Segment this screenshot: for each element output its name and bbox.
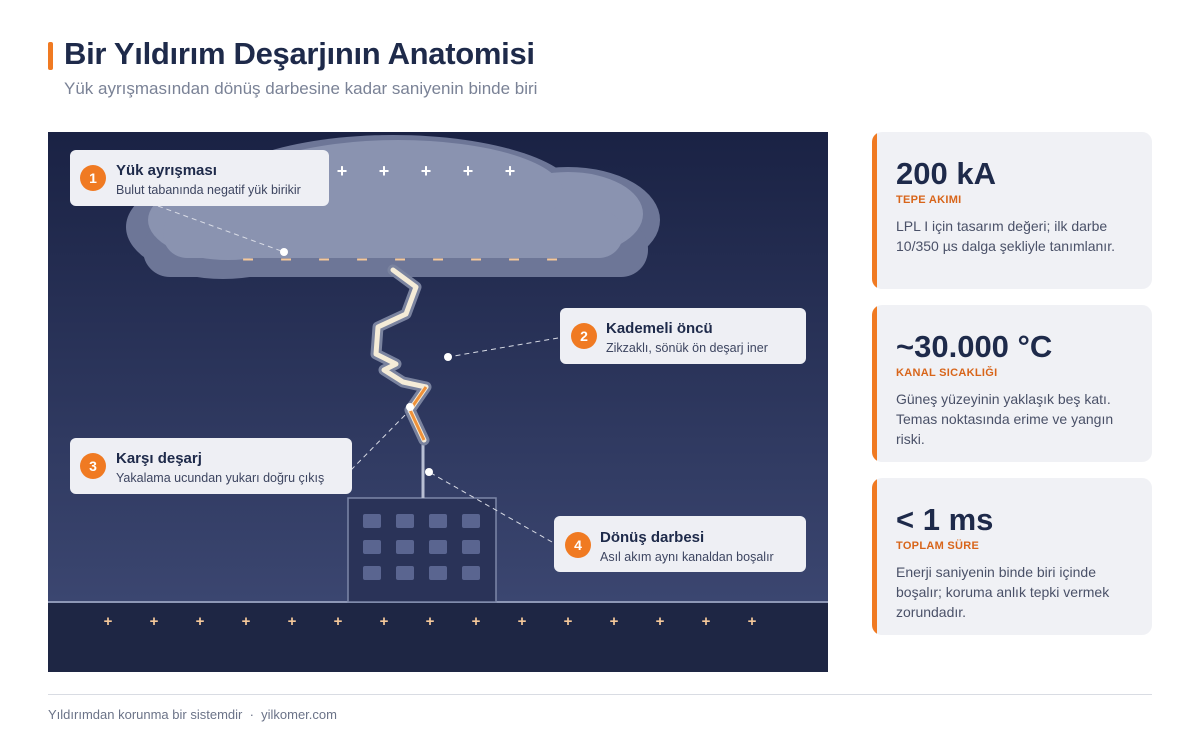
lightning-diagram-svg: + + + + + + + – – – – – – – – –	[48, 132, 828, 672]
leader-dot-1	[280, 248, 288, 256]
stat-cards: 200 kA TEPE AKIMI LPL I için tasarım değ…	[872, 132, 1152, 651]
positive-charge-symbol: +	[421, 161, 432, 181]
ground-charge-symbol: +	[748, 613, 757, 630]
negative-charge-symbol: –	[280, 248, 291, 270]
callout-number: 1	[89, 170, 97, 186]
callout-stepped-leader: 2 Kademeli öncü Zikzaklı, sönük ön deşar…	[560, 308, 806, 364]
page-subtitle: Yük ayrışmasından dönüş darbesine kadar …	[64, 79, 538, 98]
leader-dot-4	[425, 468, 433, 476]
footer-divider	[48, 694, 1152, 695]
ground-charge-symbol: +	[426, 613, 435, 630]
building	[347, 497, 497, 603]
callout-number: 4	[574, 537, 582, 553]
negative-charge-symbol: –	[394, 248, 405, 270]
card-accent-bar	[872, 478, 877, 635]
callout-badge	[571, 323, 597, 349]
leader-dot-3	[406, 403, 414, 411]
footer-text: Yıldırımdan korunma bir sistemdir · yilk…	[48, 707, 337, 722]
callout-desc: Bulut tabanında negatif yük birikir	[116, 183, 301, 197]
stat-value: < 1 ms	[896, 502, 994, 537]
ground-charge-symbol: +	[334, 613, 343, 630]
ground-charge-symbol: +	[380, 613, 389, 630]
stat-value: 200 kA	[896, 156, 996, 191]
ground-charge-symbol: +	[610, 613, 619, 630]
callout-upward-leader: 3 Karşı deşarj Yakalama ucundan yukarı d…	[70, 438, 352, 494]
negative-charge-symbol: –	[470, 248, 481, 270]
positive-charge-symbol: +	[505, 161, 516, 181]
ground-charge-symbol: +	[656, 613, 665, 630]
ground-charge-symbol: +	[564, 613, 573, 630]
negative-charge-symbol: –	[356, 248, 367, 270]
ground-charge-symbol: +	[242, 613, 251, 630]
ground-charge-symbol: +	[288, 613, 297, 630]
callout-badge	[80, 453, 106, 479]
negative-charge-symbol: –	[432, 248, 443, 270]
callout-badge	[80, 165, 106, 191]
callout-return-stroke: 4 Dönüş darbesi Asıl akım aynı kanaldan …	[554, 516, 806, 572]
callout-leaders	[157, 205, 559, 543]
lightning-diagram: + + + + + + + – – – – – – – – –	[48, 132, 828, 672]
ground-charge-symbol: +	[702, 613, 711, 630]
callout-title: Dönüş darbesi	[600, 529, 704, 546]
ground	[48, 602, 828, 672]
stat-label: TEPE AKIMI	[896, 194, 962, 206]
stat-value: ~30.000 °C	[896, 329, 1053, 364]
ground-charge-symbol: +	[472, 613, 481, 630]
callout-title: Karşı deşarj	[116, 450, 202, 467]
ground-charge-symbol: +	[104, 613, 113, 630]
ground-charge-symbol: +	[518, 613, 527, 630]
leader-dot-2	[444, 353, 452, 361]
positive-charge-symbol: +	[337, 161, 348, 181]
card-accent-bar	[872, 132, 877, 289]
callout-badge	[565, 532, 591, 558]
callout-desc: Yakalama ucundan yukarı doğru çıkış	[116, 471, 324, 485]
stat-desc: Enerji saniyenin binde biri içinde boşal…	[896, 564, 1110, 620]
stat-card-peak-current: 200 kA TEPE AKIMI LPL I için tasarım değ…	[872, 132, 1152, 289]
callout-number: 2	[580, 328, 588, 344]
stat-desc: Güneş yüzeyinin yaklaşık beş katı. Temas…	[896, 391, 1114, 447]
stat-label: TOPLAM SÜRE	[896, 540, 980, 552]
ground-charge-symbol: +	[196, 613, 205, 630]
negative-charge-symbol: –	[546, 248, 557, 270]
cloud-negative-charges: –––––––––	[242, 248, 557, 270]
page-title: Bir Yıldırım Deşarjının Anatomisi	[64, 36, 535, 71]
ground-charge-symbol: +	[150, 613, 159, 630]
stat-label: KANAL SICAKLIĞI	[896, 367, 998, 379]
stat-desc: LPL I için tasarım değeri; ilk darbe 10/…	[896, 218, 1115, 254]
positive-charge-symbol: +	[463, 161, 474, 181]
title-accent-bar	[48, 42, 53, 70]
ground-positive-charges: + + + + + + + + + + + + + + +	[104, 613, 757, 630]
callout-title: Kademeli öncü	[606, 320, 713, 337]
positive-charge-symbol: +	[379, 161, 390, 181]
callout-charge-separation: 1 Yük ayrışması Bulut tabanında negatif …	[70, 150, 329, 206]
card-accent-bar	[872, 305, 877, 462]
callout-desc: Zikzaklı, sönük ön deşarj iner	[606, 341, 768, 355]
callout-desc: Asıl akım aynı kanaldan boşalır	[600, 550, 774, 564]
callout-title: Yük ayrışması	[116, 162, 217, 179]
negative-charge-symbol: –	[242, 248, 253, 270]
callout-number: 3	[89, 458, 97, 474]
negative-charge-symbol: –	[508, 248, 519, 270]
stat-card-channel-temperature: ~30.000 °C KANAL SICAKLIĞI Güneş yüzeyin…	[872, 305, 1152, 462]
negative-charge-symbol: –	[318, 248, 329, 270]
stat-card-total-duration: < 1 ms TOPLAM SÜRE Enerji saniyenin bind…	[872, 478, 1152, 635]
